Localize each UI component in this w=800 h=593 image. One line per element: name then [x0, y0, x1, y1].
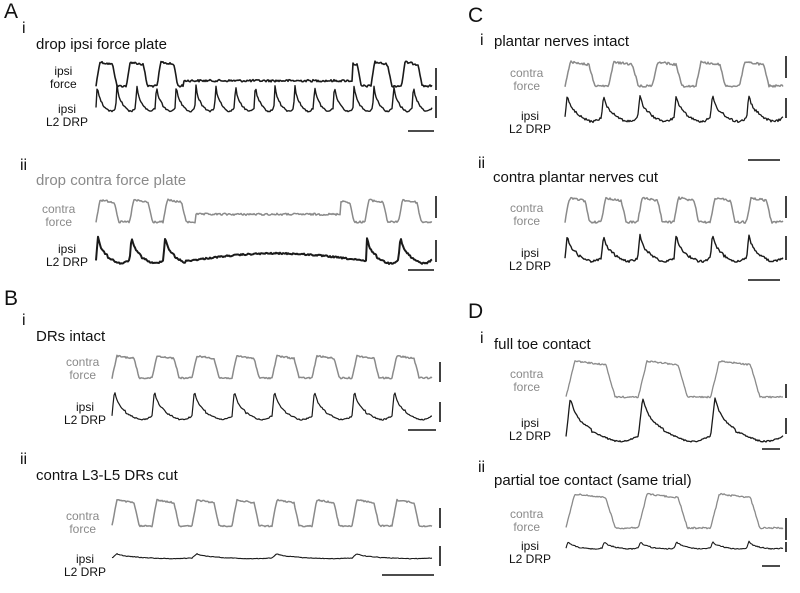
numeral-b-i: i [22, 312, 26, 329]
trace-c-ii-drp [564, 233, 784, 263]
trace-a-ii-force [95, 198, 433, 224]
title-a-i: drop ipsi force plate [36, 36, 167, 53]
trace-d-ii-drp [565, 540, 784, 550]
panel-letter-b: B [4, 287, 19, 310]
numeral-a-i: i [22, 20, 26, 37]
numeral-d-i: i [480, 330, 484, 347]
numeral-c-ii: ii [478, 155, 486, 172]
trace-d-i-force [565, 360, 784, 399]
trace-a-i-force [95, 60, 433, 88]
trace-c-ii-force [564, 196, 784, 224]
title-a-ii: drop contra force plate [36, 172, 187, 189]
title-c-i: plantar nerves intact [494, 33, 630, 50]
panel-letter-c: C [468, 4, 484, 27]
trace-b-i-force [111, 354, 433, 380]
trace-d-ii-force [565, 492, 784, 530]
trace-b-ii-drp [111, 553, 433, 560]
panel-letter-d: D [468, 300, 484, 323]
numeral-a-ii: ii [20, 157, 28, 174]
trace-d-i-drp [565, 397, 784, 443]
title-b-ii: contra L3-L5 DRs cut [36, 467, 178, 484]
panel-letter-a: A [4, 0, 19, 23]
trace-b-i-drp [111, 392, 432, 421]
trace-c-i-drp [564, 95, 784, 124]
trace-b-ii-force [111, 498, 433, 528]
numeral-c-i: i [480, 32, 484, 49]
trace-a-i-drp [95, 84, 433, 113]
trace-c-i-force [564, 60, 784, 88]
title-d-i: full toe contact [494, 336, 591, 353]
trace-a-ii-drp [95, 235, 433, 265]
title-c-ii: contra plantar nerves cut [493, 169, 659, 186]
numeral-b-ii: ii [20, 451, 28, 468]
title-b-i: DRs intact [36, 328, 106, 345]
title-d-ii: partial toe contact (same trial) [494, 472, 692, 489]
numeral-d-ii: ii [478, 459, 486, 476]
